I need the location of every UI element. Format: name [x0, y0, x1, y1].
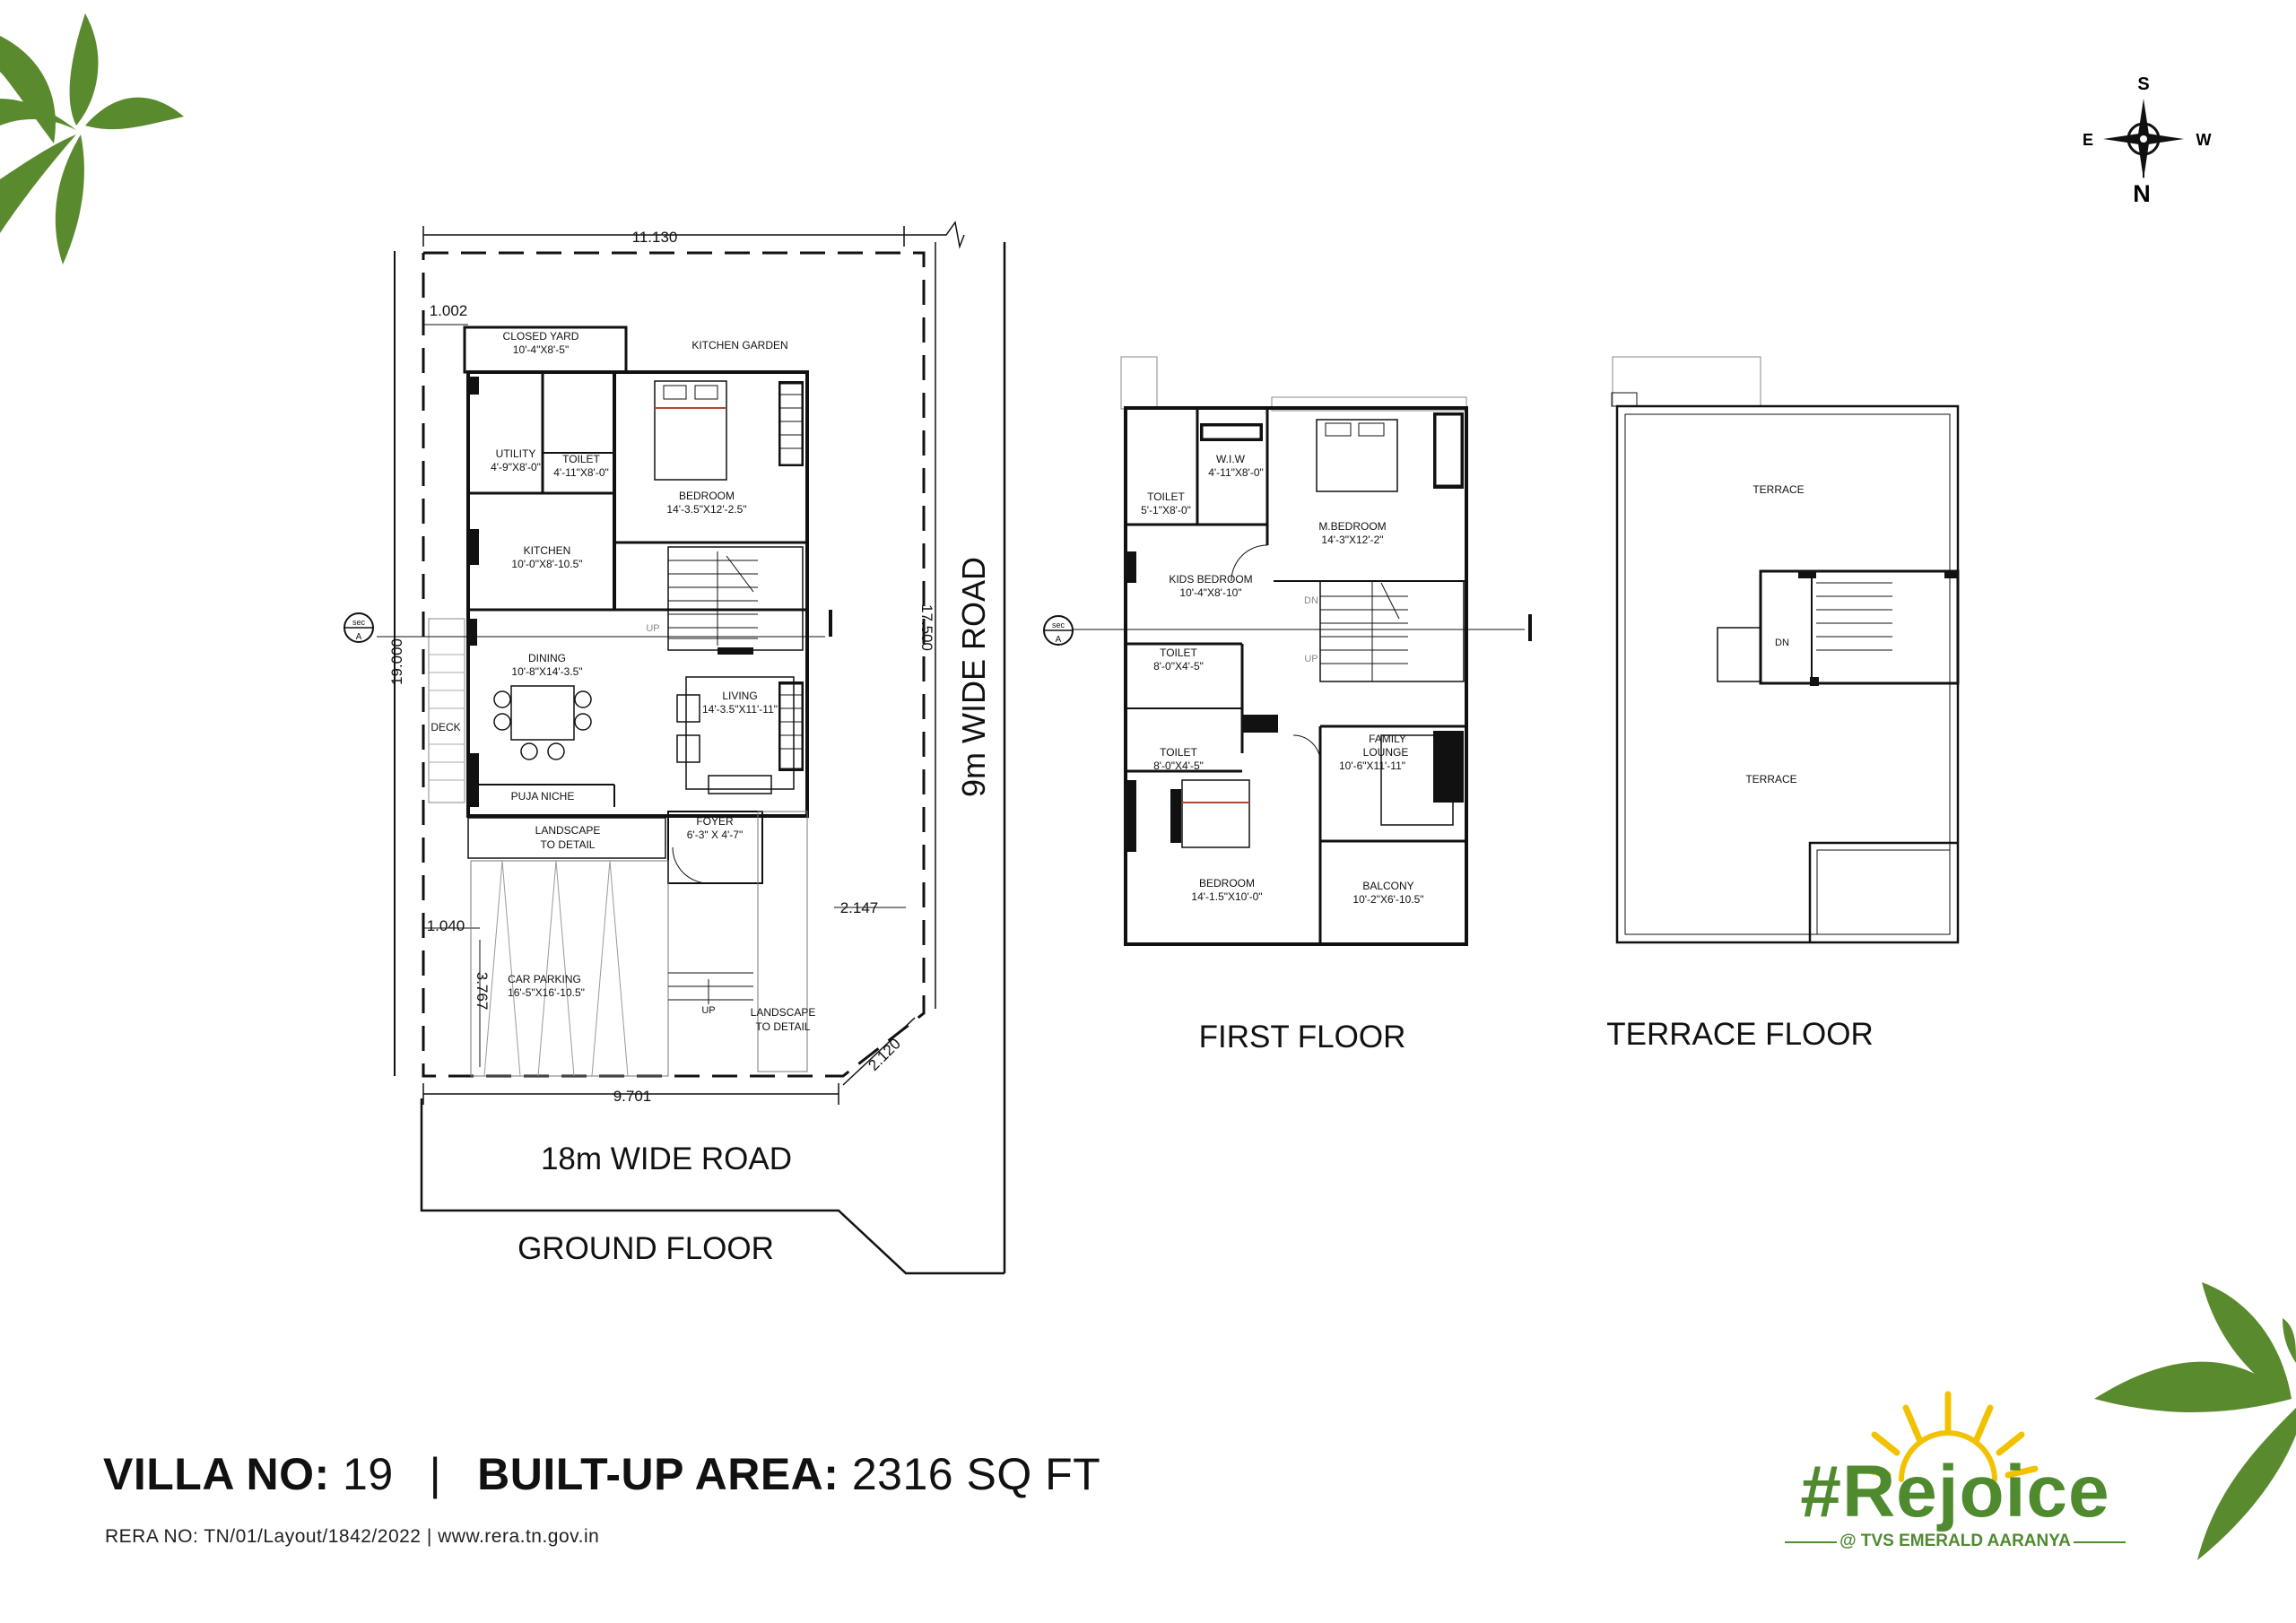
built-up-area-label: BUILT-UP AREA:	[477, 1449, 839, 1499]
dim-right: 17.500	[918, 604, 935, 651]
gf-bedroom: BEDROOM	[679, 490, 735, 502]
terrace-floor-plan	[1611, 356, 1960, 944]
brand-title: #Rejoice	[1800, 1451, 2110, 1532]
gf-toilet: TOILET	[562, 453, 600, 465]
logo-sun-icon	[1857, 1391, 2039, 1482]
terrace-floor-labels: TERRACE TERRACE DN TERRACE FLOOR	[1606, 483, 1874, 1052]
rera-text: RERA NO: TN/01/Layout/1842/2022 | www.re…	[105, 1526, 600, 1547]
first-floor-title: FIRST FLOOR	[1199, 1020, 1406, 1055]
dim-1002: 1.002	[430, 302, 468, 319]
gf-puja-niche: PUJA NICHE	[511, 790, 575, 803]
ff-toilet-3-size: 8'-0"X4'-5"	[1153, 759, 1204, 772]
ff-wiw: W.I.W	[1216, 453, 1246, 465]
dim-3767: 3.767	[474, 972, 491, 1011]
brand-subtitle: @ TVS EMERALD AARANYA	[1839, 1532, 2071, 1550]
ff-up-label: UP	[1304, 654, 1318, 664]
gf-foyer: FOYER	[696, 815, 734, 828]
villa-number: 19	[343, 1449, 394, 1499]
dim-bottom: 9.701	[613, 1088, 652, 1105]
gf-car-parking: CAR PARKING	[508, 973, 581, 985]
gf-landscape-2a: LANDSCAPE	[751, 1006, 816, 1019]
dim-2147: 2.147	[840, 899, 879, 916]
tf-terrace-2: TERRACE	[1745, 773, 1796, 785]
gf-deck: DECK	[430, 721, 460, 733]
first-floor-plan	[1043, 356, 1532, 946]
gf-up-label: UP	[701, 1005, 715, 1016]
ff-mbedroom-size: 14'-3"X12'-2"	[1321, 534, 1383, 546]
gf-up-label-stair: UP	[646, 623, 659, 634]
ff-toilet-1: TOILET	[1147, 490, 1185, 503]
ff-toilet-2: TOILET	[1160, 647, 1197, 659]
compass-n-label: N	[2133, 180, 2151, 207]
brand-line-left	[1785, 1541, 1837, 1543]
road-front-label: 18m WIDE ROAD	[541, 1141, 792, 1176]
gf-landscape-2b: TO DETAIL	[756, 1020, 811, 1033]
compass-e-label: E	[2083, 131, 2093, 149]
gf-landscape-1a: LANDSCAPE	[535, 824, 601, 837]
gf-kitchen-size: 10'-0"X8'-10.5"	[511, 558, 582, 570]
road-side-label: 9m WIDE ROAD	[955, 557, 992, 797]
gf-dining: DINING	[528, 652, 566, 664]
ff-sec-bottom: A	[1056, 635, 1062, 645]
ff-balcony-size: 10'-2"X6'-10.5"	[1352, 893, 1423, 906]
tf-dn-label: DN	[1775, 638, 1789, 648]
ground-floor-title: GROUND FLOOR	[517, 1231, 774, 1266]
gf-living: LIVING	[722, 690, 757, 702]
dim-top: 11.130	[632, 229, 678, 246]
villa-info-line: VILLA NO: 19 | BUILT-UP AREA: 2316 SQ FT	[103, 1448, 1100, 1500]
first-floor-labels: W.I.W 4'-11"X8'-0" TOILET 5'-1"X8'-0" M.…	[1052, 453, 1424, 1055]
ff-bedroom: BEDROOM	[1199, 877, 1255, 890]
gf-car-parking-size: 16'-5"X16'-10.5"	[508, 986, 585, 999]
gf-living-size: 14'-3.5"X11'-11"	[702, 703, 778, 716]
tf-terrace-1: TERRACE	[1752, 483, 1804, 496]
gf-landscape-1b: TO DETAIL	[541, 838, 596, 851]
palm-leaf-bottom-right-icon	[2094, 1282, 2296, 1560]
gf-foyer-size: 6'-3" X 4'-7"	[687, 829, 743, 841]
compass-icon: S E W N	[2083, 74, 2212, 207]
ground-floor-labels: 11.130 19.000 17.500 9.701 2.120 1.002 1…	[352, 229, 992, 1266]
ff-dn-label: DN	[1304, 595, 1318, 606]
ff-bedroom-size: 14'-1.5"X10'-0"	[1191, 890, 1262, 903]
villa-label: VILLA NO:	[103, 1449, 330, 1499]
ff-toilet-1-size: 5'-1"X8'-0"	[1141, 504, 1191, 516]
built-up-area-value: 2316 SQ FT	[851, 1449, 1101, 1499]
separator: |	[429, 1449, 442, 1499]
compass-s-label: S	[2137, 74, 2149, 94]
ff-family-2: LOUNGE	[1363, 746, 1409, 759]
palm-leaf-top-left-icon	[0, 13, 184, 265]
ff-sec-top: sec	[1052, 621, 1065, 629]
gf-utility-size: 4'-9"X8'-0"	[491, 461, 541, 473]
ff-kids-bedroom-size: 10'-4"X8'-10"	[1179, 586, 1241, 599]
brand-line-right	[2074, 1541, 2126, 1543]
ff-mbedroom: M.BEDROOM	[1318, 520, 1386, 533]
ff-wiw-size: 4'-11"X8'-0"	[1208, 466, 1264, 479]
sec-marker-top: sec	[352, 618, 366, 627]
gf-kitchen: KITCHEN	[524, 544, 571, 557]
gf-closed-yard-size: 10'-4"X8'-5"	[513, 343, 569, 356]
ff-family-size: 10'-6"X11'-11"	[1339, 759, 1405, 772]
ff-family-1: FAMILY	[1369, 733, 1406, 745]
gf-utility: UTILITY	[496, 447, 536, 460]
ff-balcony: BALCONY	[1362, 880, 1413, 892]
gf-closed-yard: CLOSED YARD	[503, 330, 579, 343]
ff-toilet-2-size: 8'-0"X4'-5"	[1153, 660, 1204, 673]
ff-kids-bedroom: KIDS BEDROOM	[1169, 573, 1252, 586]
gf-dining-size: 10'-8"X14'-3.5"	[511, 665, 582, 678]
gf-kitchen-garden: KITCHEN GARDEN	[691, 339, 787, 352]
compass-w-label: W	[2196, 131, 2212, 149]
sec-marker-bottom: A	[356, 632, 362, 642]
terrace-floor-title: TERRACE FLOOR	[1606, 1017, 1874, 1052]
ground-floor-plan	[344, 221, 1006, 1275]
dim-1040: 1.040	[427, 917, 465, 934]
gf-bedroom-size: 14'-3.5"X12'-2.5"	[666, 503, 746, 516]
brand-logo: #Rejoice @ TVS EMERALD AARANYA	[1785, 1453, 2126, 1556]
ff-toilet-3: TOILET	[1160, 746, 1197, 759]
gf-toilet-size: 4'-11"X8'-0"	[553, 466, 609, 479]
dim-left: 19.000	[388, 638, 405, 685]
